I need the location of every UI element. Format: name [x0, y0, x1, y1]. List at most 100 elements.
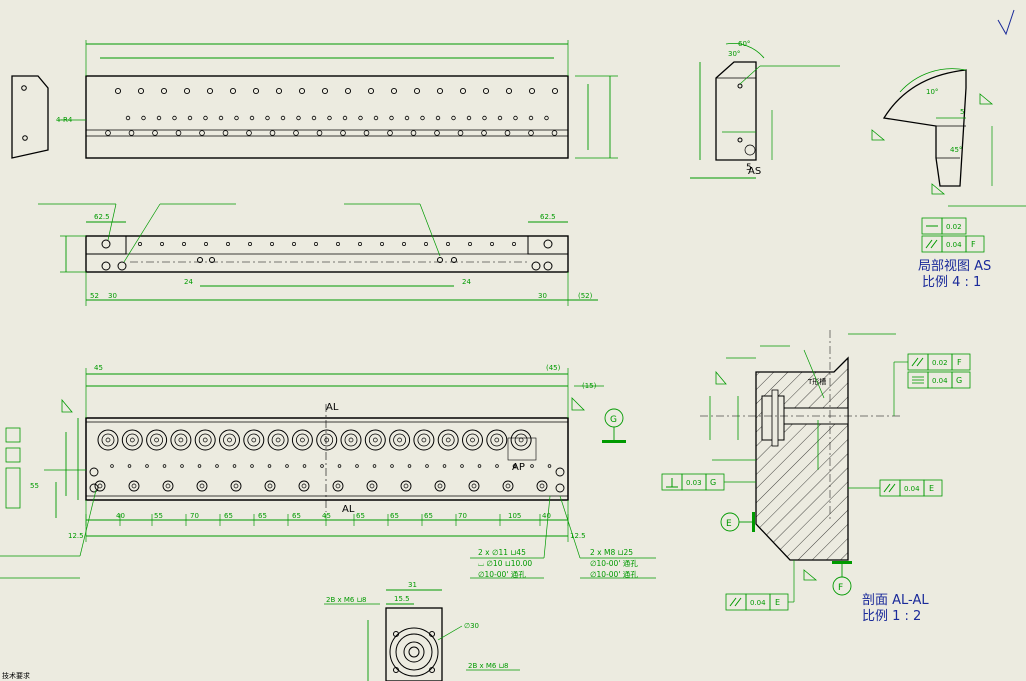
- callout-top: 2B x M6 ⊔8: [326, 596, 366, 604]
- leader-line: [803, 349, 825, 399]
- surface-symbol: [979, 93, 994, 105]
- side-mark: [446, 242, 450, 246]
- top-hole: [459, 87, 467, 95]
- dim-24-left: 24: [184, 278, 193, 286]
- top-hole: [321, 87, 329, 95]
- top-hole-small: [342, 115, 348, 121]
- surface-symbol: [803, 569, 818, 581]
- top-hole-small: [265, 115, 270, 121]
- tol-parallel-symbol: [925, 239, 933, 249]
- bolt-hole: [502, 480, 514, 492]
- callout-leader: [79, 489, 97, 557]
- dim-52-left: 52: [90, 292, 99, 300]
- cavity-outer: [170, 429, 192, 451]
- pin-hole: [407, 464, 412, 468]
- dim-70: 70: [458, 512, 467, 520]
- bolt-hole-core: [335, 483, 341, 489]
- end-hole: [555, 467, 565, 477]
- top-hole-row: [105, 130, 558, 136]
- dim-45-left: 45: [94, 364, 103, 372]
- bolt-hole-core: [131, 483, 137, 489]
- cavity-core: [129, 437, 135, 443]
- detail-part-outline: [715, 61, 757, 161]
- top-hole: [183, 87, 191, 95]
- tol-parallel-symbol: [911, 357, 919, 367]
- section-tol-frames-right: 0.02 F 0.04 G: [893, 353, 971, 416]
- tol-row2: 0.04: [946, 241, 962, 249]
- tol-e: E: [929, 484, 934, 493]
- dim-5a: 5: [960, 108, 964, 116]
- dim-65: 65: [292, 512, 301, 520]
- datum-base: [832, 561, 852, 564]
- cavity-outer: [267, 429, 289, 451]
- top-hole-small: [358, 115, 363, 121]
- pin-hole: [285, 464, 289, 468]
- cavity-core: [154, 437, 159, 443]
- top-hole-small: [187, 115, 193, 121]
- cavity-core: [494, 437, 500, 443]
- section-body: [755, 356, 849, 561]
- callout-1: 2 x ∅11 ⊔45 ⌴ ∅10 ⊔10.00 ∅10-00' 通孔: [470, 495, 551, 579]
- dim-5: 5: [746, 163, 752, 173]
- pin-hole: [355, 464, 359, 468]
- top-view: 4-R4: [11, 40, 618, 159]
- cavity-inner: [368, 433, 382, 447]
- dim-12-5-left: 12.5: [68, 532, 84, 540]
- top-hole-small: [544, 115, 549, 121]
- cavity-core: [445, 437, 451, 443]
- section-tol-frame-bottom: 0.04 E: [725, 560, 795, 611]
- cavity-outer: [219, 429, 240, 451]
- end-hole-group: [89, 467, 565, 493]
- tol-parallel-symbol: [729, 597, 737, 607]
- footer-left-text: 技术要求: [2, 671, 30, 680]
- tol-row1: 0.02: [946, 223, 962, 231]
- dim-65: 65: [356, 512, 365, 520]
- detail-hole: [737, 137, 743, 143]
- dim-52-right: (52): [578, 292, 593, 300]
- side-mark: [270, 242, 274, 246]
- top-hole-small: [482, 115, 487, 121]
- dim-45-mid: 45: [322, 512, 331, 520]
- pin-hole: [197, 464, 202, 468]
- cavity-outer: [121, 429, 143, 451]
- section-al-view: T形槽 0.02 F 0.04 G: [661, 330, 971, 624]
- bolt-hole-core: [267, 483, 273, 489]
- datum-g: G: [610, 415, 617, 425]
- cavity-inner: [514, 433, 528, 447]
- bolt-hole: [366, 480, 378, 492]
- dim-12-5-right: 12.5: [570, 532, 586, 540]
- section-label-top: AL: [326, 402, 339, 413]
- cavity-core: [251, 437, 257, 443]
- angle-10: 10°: [926, 88, 938, 96]
- cavity-outer: [389, 429, 411, 451]
- callout-leader: [559, 495, 581, 559]
- dim-55: 55: [30, 482, 39, 490]
- datum-base: [752, 512, 755, 532]
- cavity-outer: [243, 429, 265, 451]
- top-hole-small: [218, 115, 224, 121]
- cavity-outer: [146, 429, 168, 451]
- callout-leader: [123, 203, 161, 263]
- callout-1-line2: ⌴ ∅10 ⊔10.00: [478, 559, 532, 568]
- detail-tol-frames: 0.02 0.04 F: [921, 217, 985, 253]
- dim-45-right: (45): [546, 364, 561, 372]
- tol-frame: [5, 427, 21, 443]
- pin-hole: [320, 464, 324, 468]
- section-insert: [771, 389, 779, 447]
- dim-65: 65: [258, 512, 267, 520]
- top-hole-lower: [128, 130, 135, 136]
- bolt-hole-core: [471, 483, 477, 489]
- dim-15-5: 15.5: [394, 595, 410, 603]
- datum-f: F: [838, 583, 843, 593]
- top-hole-small: [513, 115, 518, 121]
- tol-cell: [941, 217, 967, 235]
- bolt-hole: [230, 480, 242, 492]
- dim-62-5-left: 62.5: [94, 213, 110, 221]
- top-hole: [413, 87, 421, 95]
- dim-40: 40: [116, 512, 125, 520]
- pin-hole: [547, 464, 552, 468]
- pin-hole: [372, 464, 377, 468]
- top-hole-small: [296, 115, 301, 121]
- cavity-outer: [364, 429, 386, 451]
- side-hole: [543, 239, 553, 249]
